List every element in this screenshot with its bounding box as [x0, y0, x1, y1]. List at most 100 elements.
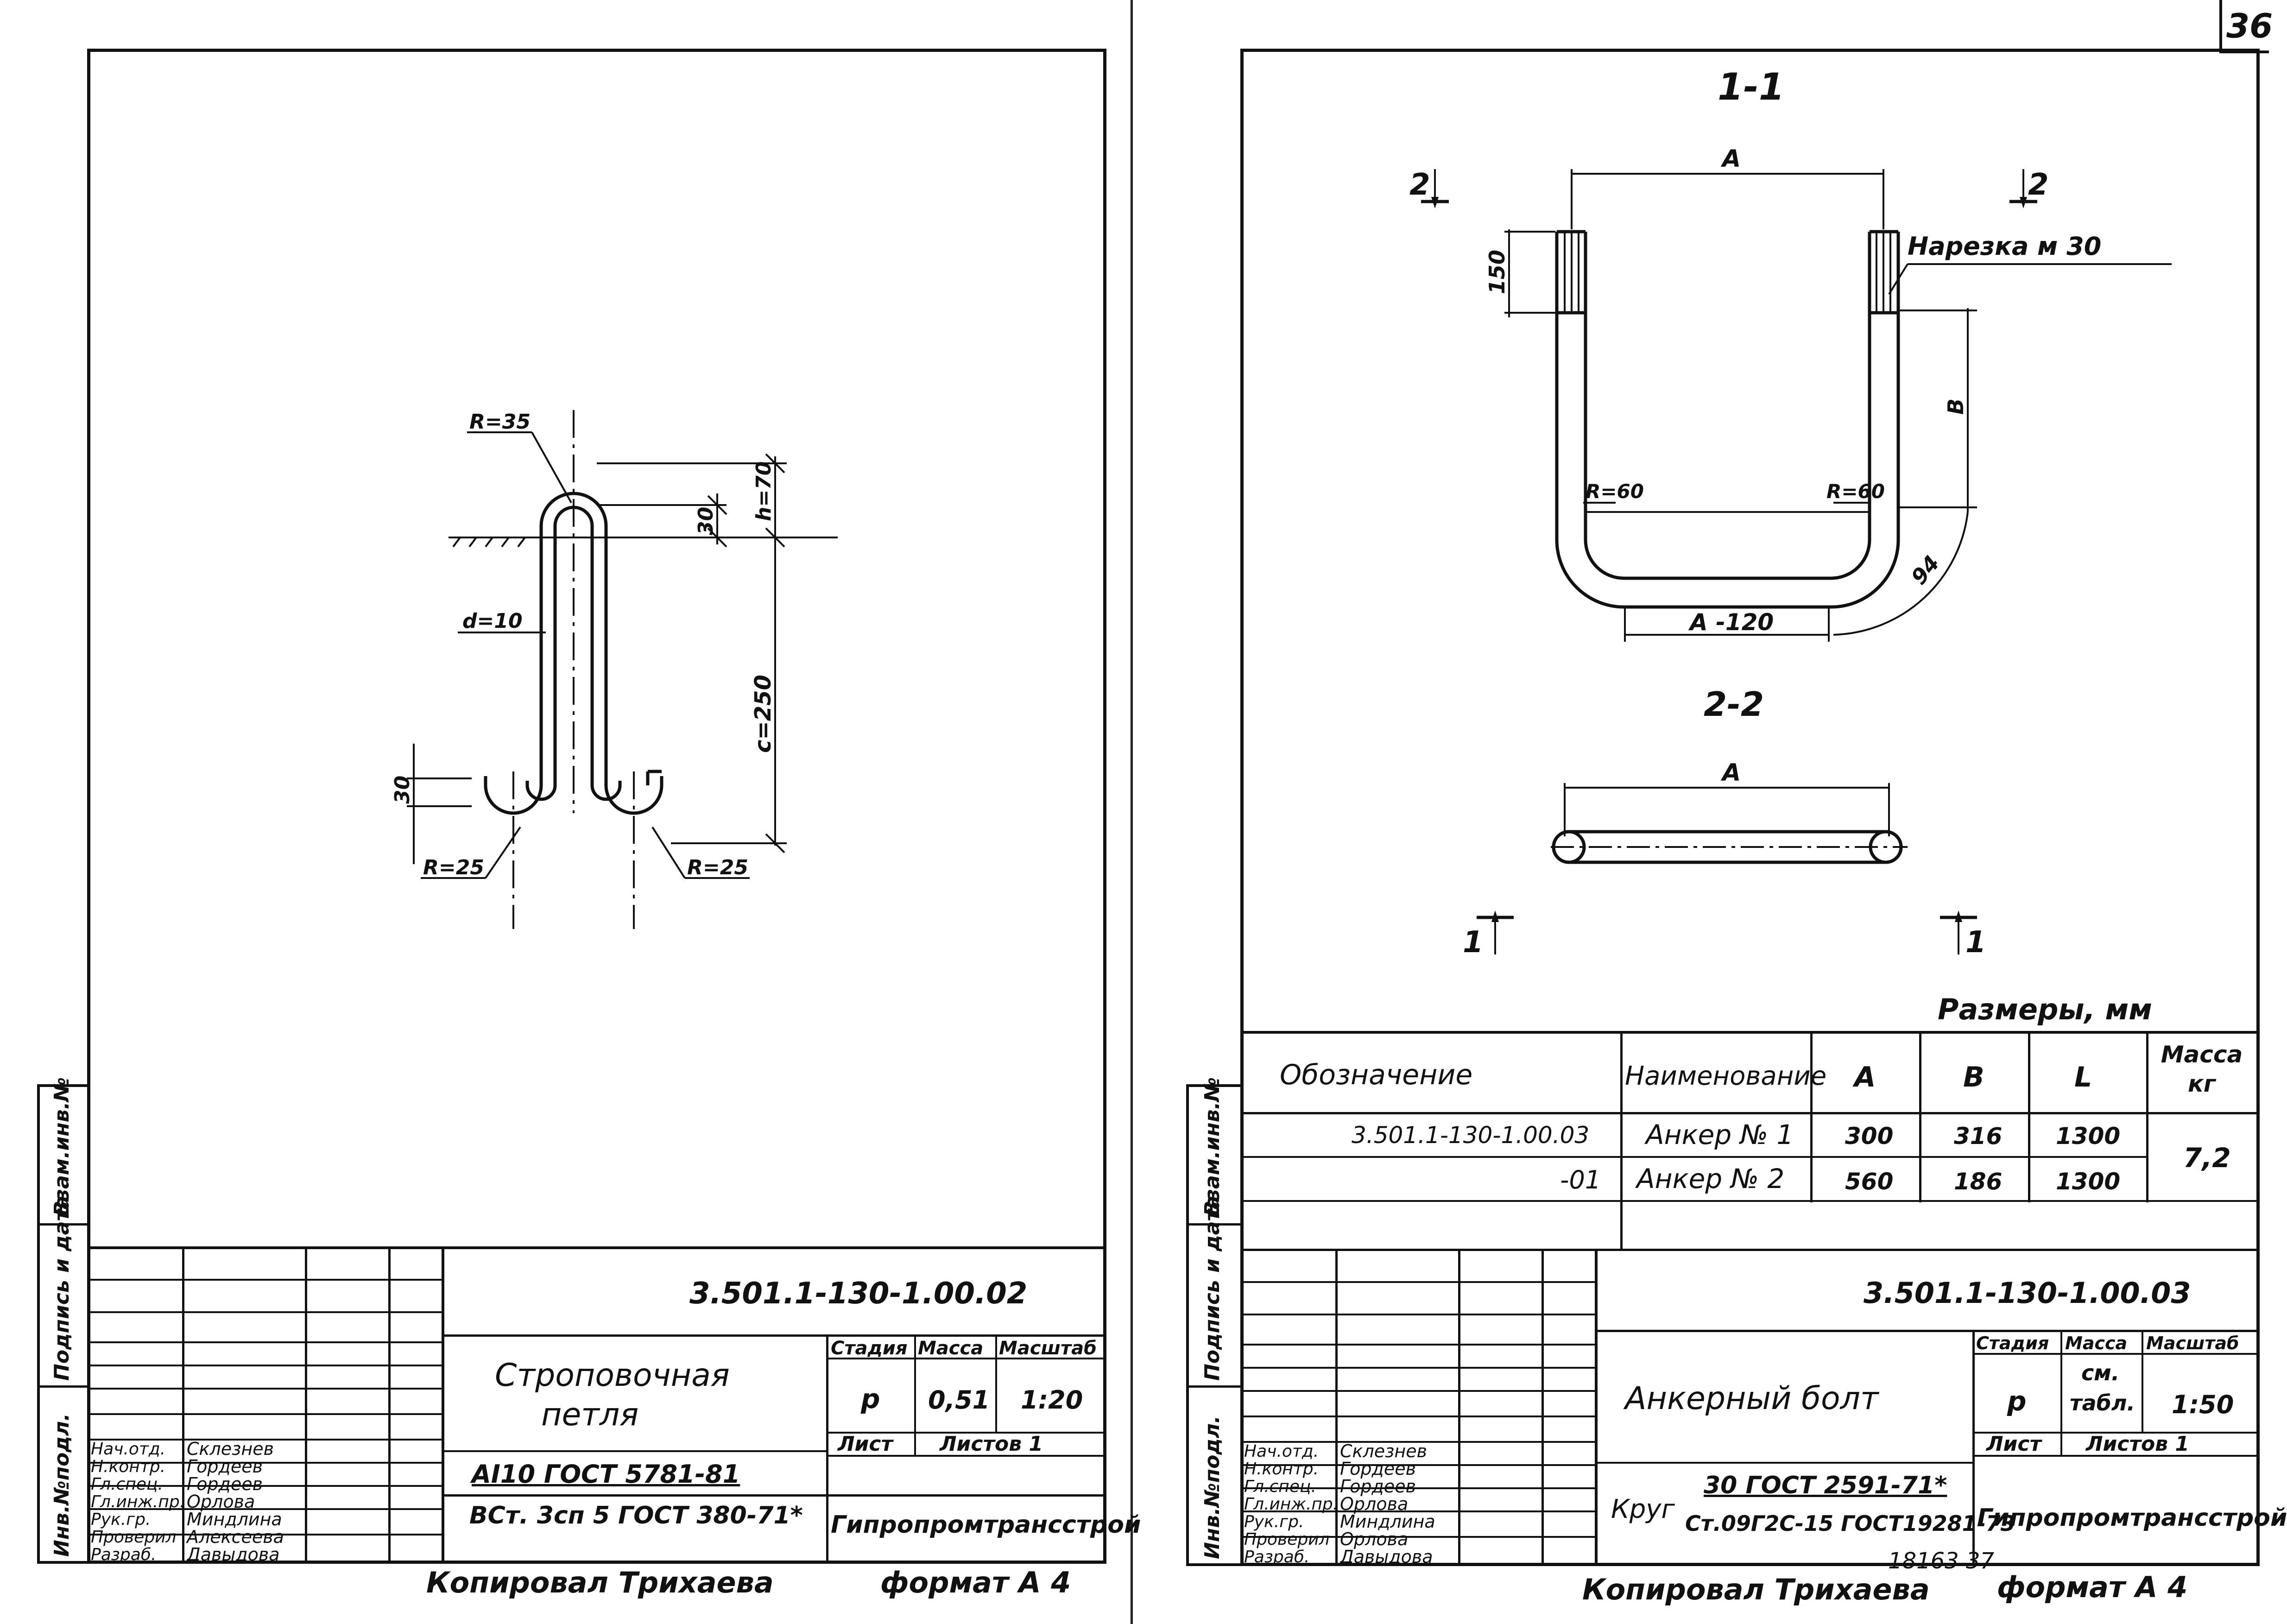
- mark-1-left: 1: [1463, 925, 1484, 960]
- role-name: Гордеев: [1340, 1476, 1416, 1497]
- label-a120: А -120: [1688, 609, 1774, 636]
- tb-hline: [87, 1462, 442, 1464]
- spec-row1-name: Анкер № 1: [1646, 1119, 1794, 1150]
- spec-row1-b: 316: [1954, 1123, 2003, 1150]
- spec-hdr-l: L: [2074, 1061, 2092, 1093]
- left-drawing: R=35 h=70 30 d=10 c=250 30 R=25 R=25: [391, 410, 838, 929]
- role-label: Н.контр.: [91, 1457, 166, 1476]
- tb-hline: [87, 1485, 442, 1487]
- spec-vline: [2146, 1031, 2148, 1202]
- tb-vline: [1595, 1249, 1598, 1566]
- left-doc-code: 3.501.1-130-1.00.02: [689, 1276, 1028, 1311]
- role-label: Нач.отд.: [91, 1440, 166, 1459]
- tb-hline: [442, 1334, 1106, 1337]
- spec-row2-l: 1300: [2056, 1168, 2121, 1195]
- spec-hdr-designation: Обозначение: [1280, 1059, 1473, 1091]
- tb-hline: [87, 1439, 442, 1441]
- tb-hline: [87, 1341, 442, 1343]
- right-material-line2: Ст.09Г2С-15 ГОСТ19281-73: [1685, 1511, 2015, 1536]
- tb-hline: [826, 1432, 1106, 1434]
- label-30-top: 30: [694, 507, 718, 535]
- spec-vline: [1620, 1031, 1623, 1249]
- label-r35: R=35: [469, 410, 531, 434]
- tb-vline: [826, 1334, 828, 1564]
- role-name: Миндлина: [1340, 1511, 1435, 1532]
- mark-1-right: 1: [1965, 925, 1986, 960]
- right-material-line1: 30 ГОСТ 2591-71*: [1704, 1472, 1947, 1499]
- left-side-div: [37, 1385, 90, 1388]
- loop-inner: [553, 506, 622, 801]
- spec-vline: [1810, 1031, 1813, 1202]
- left-stage: р: [861, 1383, 880, 1415]
- left-sheets-label: Листов 1: [940, 1432, 1043, 1456]
- right-scale: 1:50: [2172, 1390, 2234, 1419]
- dims-note: Размеры, мм: [1938, 992, 2152, 1026]
- role-name: Орлова: [187, 1491, 255, 1512]
- right-title: Анкерный болт: [1625, 1380, 1879, 1417]
- role-name: Давыдова: [1340, 1547, 1433, 1567]
- tb-hline: [87, 1311, 442, 1313]
- right-sheet-label: Лист: [1986, 1432, 2041, 1456]
- center-divider: [1131, 0, 1133, 1624]
- label-30-left: 30: [391, 776, 414, 804]
- role-label: Разраб.: [91, 1545, 157, 1564]
- tb-hline: [87, 1413, 442, 1415]
- label-r25-left: R=25: [423, 856, 484, 879]
- right-sheets-label: Листов 1: [2086, 1432, 2189, 1456]
- spec-row1-code: 3.501.1-130-1.00.03: [1352, 1122, 1590, 1149]
- role-name: Гордеев: [187, 1474, 263, 1494]
- thread-note: Нарезка м 30: [1908, 232, 2101, 261]
- right-mass-line2: табл.: [2070, 1390, 2135, 1415]
- spec-row1-l: 1300: [2056, 1123, 2121, 1150]
- tb-hline: [1240, 1441, 1595, 1443]
- tb-hline: [87, 1534, 442, 1536]
- role-label: Рук.гр.: [91, 1510, 151, 1529]
- left-title-line1: Строповочная: [495, 1357, 730, 1394]
- left-hdr-scale: Масштаб: [999, 1338, 1097, 1359]
- left-org: Гипропромтрансстрой: [831, 1511, 1141, 1539]
- label-c250: c=250: [750, 675, 776, 753]
- right-org: Гипропромтрансстрой: [1977, 1504, 2287, 1532]
- role-name: Алексеева: [187, 1527, 284, 1547]
- page-number-box: [2219, 0, 2269, 53]
- right-frame: [1240, 49, 2260, 1566]
- spec-rule: [1240, 1112, 2260, 1114]
- label-150: 150: [1485, 250, 1510, 294]
- spec-row1-a: 300: [1845, 1123, 1894, 1150]
- spec-row2-code: -01: [1560, 1165, 1601, 1194]
- tb-vline: [1458, 1249, 1460, 1566]
- spec-hdr-a: А: [1854, 1061, 1876, 1093]
- tb-vline: [2142, 1330, 2143, 1432]
- spec-rule: [1240, 1200, 2260, 1202]
- right-hdr-scale: Масштаб: [2146, 1333, 2239, 1353]
- label-r60-right: R=60: [1826, 480, 1885, 503]
- tb-hline: [1240, 1344, 1595, 1346]
- tb-hline: [442, 1450, 826, 1452]
- left-hdr-mass: Масса: [918, 1338, 984, 1359]
- spec-vline: [2028, 1031, 2030, 1202]
- tb-hline: [1240, 1487, 1595, 1489]
- tb-vline: [1335, 1249, 1338, 1566]
- left-mass: 0,51: [928, 1385, 990, 1415]
- right-copied-by: Копировал Трихаева: [1582, 1573, 1930, 1606]
- tb-hline: [1240, 1536, 1595, 1538]
- left-format: формат А 4: [880, 1566, 1071, 1599]
- label-r60-left: R=60: [1586, 480, 1644, 503]
- spec-vline: [1919, 1031, 1921, 1202]
- loop-outer: [539, 492, 663, 815]
- spec-hdr-name: Наименование: [1625, 1061, 1827, 1091]
- right-side-vzam: Взам.инв.№: [1200, 1077, 1224, 1216]
- role-name: Давыдова: [187, 1544, 280, 1565]
- tb-hline: [1240, 1510, 1595, 1512]
- tb-vline: [388, 1246, 391, 1564]
- tb-hline: [826, 1455, 1106, 1457]
- role-name: Миндлина: [187, 1509, 282, 1529]
- right-format: формат А 4: [1997, 1570, 2188, 1604]
- tb-hline: [1240, 1281, 1595, 1283]
- label-r25-right: R=25: [687, 856, 748, 879]
- section-2-2: 2-2: [1704, 685, 1764, 724]
- spec-row2-b: 186: [1954, 1168, 2003, 1195]
- tb-vline: [1542, 1249, 1544, 1566]
- tb-vline: [995, 1334, 997, 1432]
